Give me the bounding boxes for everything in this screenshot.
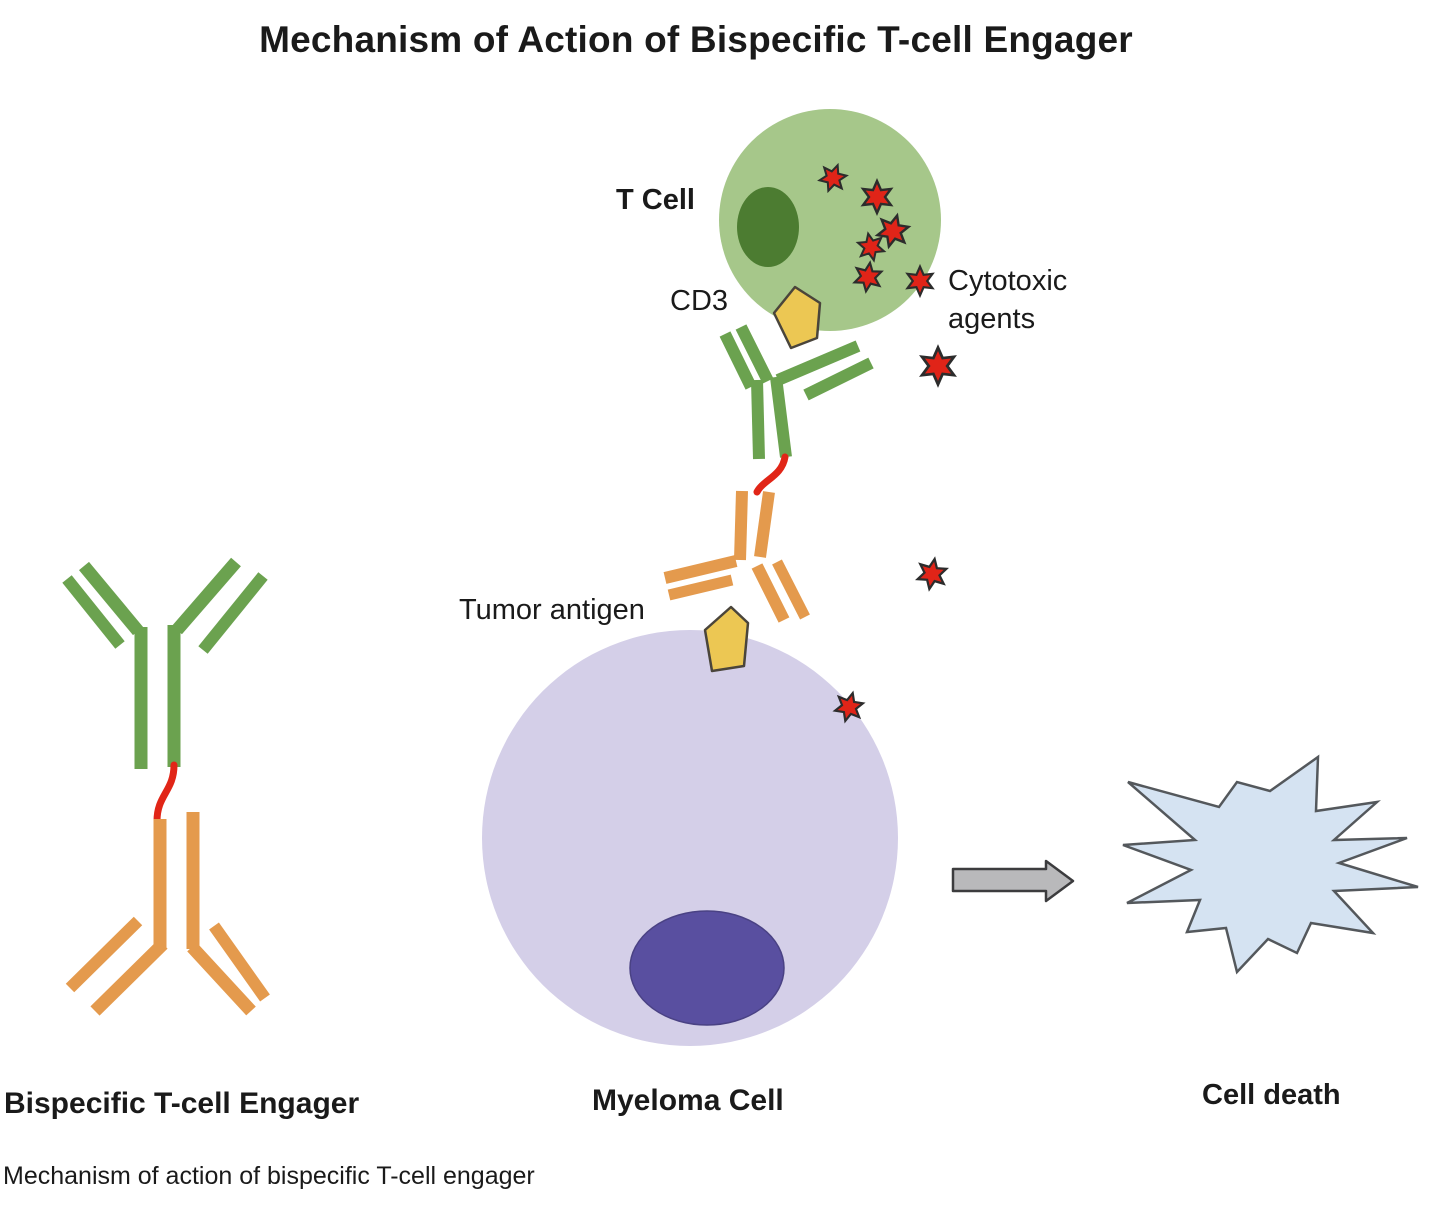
cell-death-burst-icon [1122,754,1419,975]
cd3-label: CD3 [670,285,729,317]
green-arm-right-light [803,357,874,401]
green-arm-left-heavy [735,324,774,384]
green-stem-right [770,376,792,458]
red-linker [153,761,178,825]
orange-stem-right [754,491,775,558]
green-arm-right-heavy [775,340,861,386]
green-stem-left [751,379,765,460]
myeloma-cell-nucleus [629,910,785,1026]
t-cell-body [719,109,941,331]
myeloma-cell-body [482,630,898,1046]
t-cell-label: T Cell [616,184,695,216]
cytotoxic-star-icon [915,555,949,593]
orange-arm-left-heavy [90,939,168,1016]
red-linker [753,453,789,496]
orange-arm-right-light [772,559,810,620]
green-arm-right-light [198,572,268,654]
orange-arm-left-heavy [663,555,738,584]
green-arm-left-light [62,575,125,649]
figure-title: Mechanism of Action of Bispecific T-cell… [259,19,1133,60]
myeloma-cell [482,630,898,1046]
orange-arm-right-heavy [751,563,790,623]
engager-bridge [663,324,874,623]
t-cell [719,109,941,331]
t-cell-nucleus [737,187,799,267]
right-arrow-icon [951,859,1075,903]
bispecific-engager-label: Bispecific T-cell Engager [4,1087,360,1120]
cytotoxic-star-icon [920,346,956,386]
cd3-receptor-pentagon-icon [772,285,822,350]
tumor-antigen-pentagon-icon [703,605,750,673]
green-arm-right-heavy [172,557,241,635]
cytotoxic-agents-label: Cytotoxic agents [948,265,1068,336]
orange-arm-left-light [667,574,734,601]
green-anti-cd3-half [62,557,268,769]
figure-caption: Mechanism of action of bispecific T-cell… [3,1162,535,1190]
orange-arm-right-light [209,922,270,1002]
bispecific-engager-schematic [62,557,270,1016]
green-arm-left-heavy [79,561,143,636]
green-arm-left-light [719,331,757,390]
orange-anti-tumor-bound [663,490,810,623]
orange-stem-left [734,490,748,561]
orange-anti-tumor-half [65,812,270,1016]
cell-death-label: Cell death [1202,1079,1341,1111]
myeloma-cell-label: Myeloma Cell [592,1084,784,1117]
receptors [703,285,822,673]
green-anti-cd3-bound [719,324,874,460]
orange-arm-right-heavy [187,942,256,1016]
orange-arm-left-light [65,916,143,993]
tumor-antigen-label: Tumor antigen [459,594,645,626]
